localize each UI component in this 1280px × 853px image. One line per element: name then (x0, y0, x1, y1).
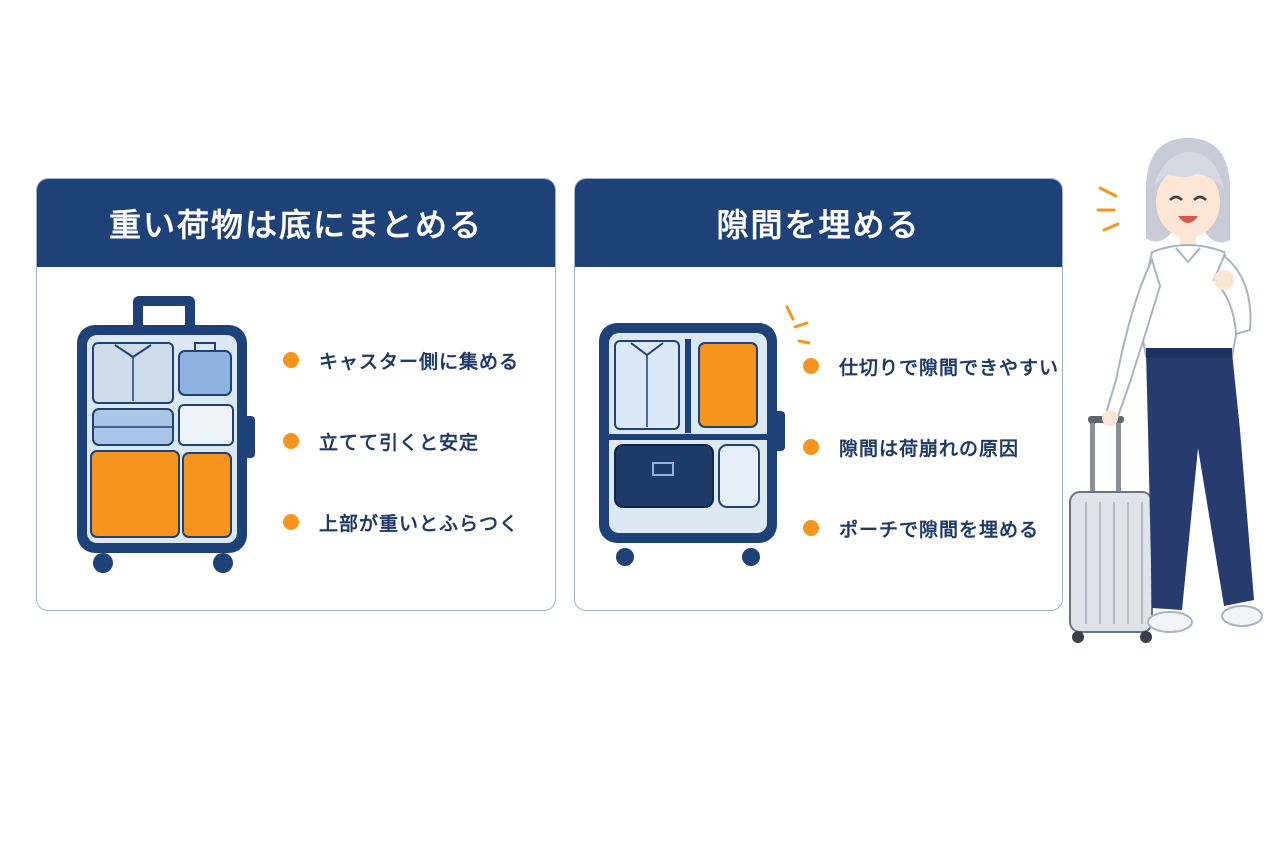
list-item: 上部が重いとふらつく (283, 509, 519, 535)
panel-title: 隙間を埋める (575, 179, 1062, 267)
bullet-text: キャスター側に集める (319, 350, 520, 373)
heavy-items-panel: 重い荷物は底にまとめる キャスター側に集める (36, 178, 556, 611)
bullet-text: 仕切りで隙間できやすい (839, 356, 1060, 379)
tips-list: 仕切りで隙間できやすい 隙間は荷崩れの原因 ポーチで隙間を埋める (803, 353, 1059, 541)
bullet-text: ポーチで隙間を埋める (839, 518, 1040, 541)
tips-list: キャスター側に集める 立てて引くと安定 上部が重いとふらつく (283, 347, 519, 535)
bullet-dot-icon (283, 352, 299, 368)
woman-with-suitcase-illustration (1069, 138, 1263, 643)
list-item: 隙間は荷崩れの原因 (803, 434, 1059, 460)
bullet-dot-icon (803, 520, 819, 536)
sparkle-icon (1096, 186, 1120, 232)
list-item: ポーチで隙間を埋める (803, 515, 1059, 541)
suitcase-gaps-icon (599, 305, 810, 566)
bullet-dot-icon (283, 433, 299, 449)
list-item: 立てて引くと安定 (283, 428, 519, 454)
bullet-dot-icon (283, 514, 299, 530)
list-item: キャスター側に集める (283, 347, 519, 373)
suitcase-heavy-bottom-icon (77, 296, 255, 573)
bullet-text: 隙間は荷崩れの原因 (839, 437, 1020, 460)
bullet-text: 立てて引くと安定 (319, 431, 480, 454)
panel-title: 重い荷物は底にまとめる (37, 179, 555, 267)
fill-gaps-panel: 隙間を埋める 仕切りで隙間できやすい (574, 178, 1063, 611)
bullet-dot-icon (803, 439, 819, 455)
rolling-suitcase-icon (1069, 416, 1153, 643)
list-item: 仕切りで隙間できやすい (803, 353, 1059, 379)
bullet-dot-icon (803, 358, 819, 374)
bullet-text: 上部が重いとふらつく (319, 512, 520, 535)
